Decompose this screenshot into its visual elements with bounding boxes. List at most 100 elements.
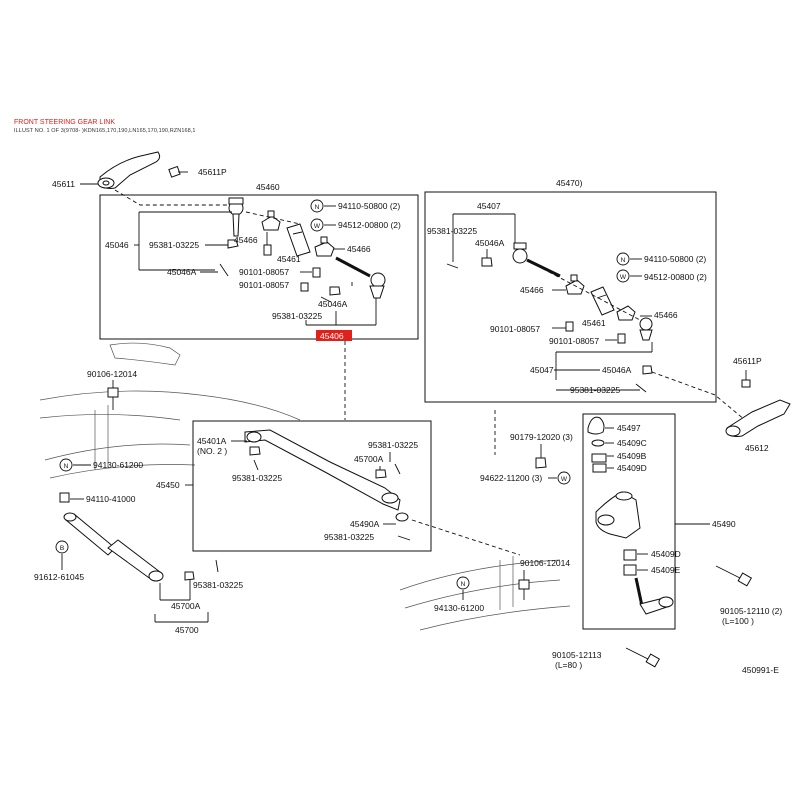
label-95381-damper: 95381-03225 (193, 580, 243, 590)
castle-nut-right-2[interactable] (642, 365, 653, 375)
label-94110-left: 94110-50800 (2) (338, 201, 400, 211)
steering-damper-45700[interactable] (63, 512, 164, 582)
cotter-pin-lower[interactable] (320, 296, 332, 303)
clamp-45466-c[interactable] (565, 274, 585, 295)
clamp-45466-b[interactable] (314, 236, 335, 257)
svg-text:W: W (314, 223, 321, 230)
label-45490: 45490 (712, 519, 736, 529)
assembly-box-45490 (582, 413, 676, 630)
label-94130-center: 94130-61200 (434, 603, 484, 613)
cotter-pin-45450-c[interactable] (397, 535, 411, 541)
label-45466-right-1: 45466 (520, 285, 544, 295)
dust-cap-45497[interactable] (587, 416, 605, 435)
badge-w-right (616, 269, 630, 283)
label-90106-left: 90106-12014 (87, 369, 137, 379)
highlight-45406[interactable] (316, 330, 352, 341)
bushing-45409D-b[interactable] (623, 549, 637, 561)
label-45047: 45047 (530, 365, 554, 375)
bolt-45611P-right[interactable] (741, 370, 751, 388)
label-45700A-center: 45700A (354, 454, 384, 464)
cotter-pin-45450-b[interactable] (394, 463, 401, 475)
label-90105-a-length: (L=100 ) (722, 616, 754, 626)
nut-90179[interactable] (535, 457, 547, 469)
badge-w-center (557, 471, 571, 485)
tie-rod-end-right-lower[interactable] (639, 317, 653, 341)
tie-rod-end-right-upper[interactable] (512, 242, 561, 278)
label-95381-left-1: 95381-03225 (149, 240, 199, 250)
label-94110-right: 94110-50800 (2) (644, 254, 706, 264)
bolt-90106-left[interactable] (107, 387, 119, 410)
castle-nut-right[interactable] (481, 257, 493, 267)
cotter-pin-damper[interactable] (215, 559, 219, 573)
bushing-45409C[interactable] (591, 439, 605, 447)
cotter-pin-right[interactable] (446, 263, 459, 269)
svg-text:W: W (561, 476, 568, 483)
label-45046A-left-2: 45046A (318, 299, 348, 309)
bolt-90101-b[interactable] (312, 267, 321, 278)
label-90105-b-length: (L=80 ) (555, 660, 582, 670)
diagram-subtitle: ILLUST NO. 1 OF 3(9708- )KDN165,170,190,… (14, 128, 196, 134)
cotter-pin-45450-a[interactable] (253, 459, 259, 471)
pitman-arm-45612[interactable] (725, 399, 791, 437)
label-95381-right-2: 95381-03225 (570, 385, 620, 395)
nut-94110-41000[interactable] (59, 492, 70, 503)
svg-text:N: N (461, 581, 466, 588)
cotter-pin-right-2[interactable] (635, 383, 647, 393)
label-45401A: 45401A (197, 436, 227, 446)
castle-nut-damper[interactable] (184, 571, 195, 581)
idler-bracket[interactable] (595, 491, 641, 539)
label-45406: 45406 (320, 331, 344, 341)
relay-rod-45401A[interactable] (244, 429, 409, 522)
label-94130-left: 94130-61200 (93, 460, 143, 470)
label-94110-41000: 94110-41000 (86, 494, 136, 504)
label-45611P-right: 45611P (733, 356, 762, 366)
diagram-header: FRONT STEERING GEAR LINK ILLUST NO. 1 OF… (14, 118, 196, 135)
bolt-90106-center[interactable] (518, 579, 530, 600)
adjusting-sleeve-45461-r[interactable] (590, 286, 615, 316)
bolt-90101-e[interactable] (617, 333, 626, 344)
tie-rod-end-lower[interactable] (335, 256, 386, 299)
cotter-pin-left[interactable] (219, 263, 229, 277)
bolt-90101-c[interactable] (300, 282, 309, 292)
badge-w-left (310, 218, 324, 232)
svg-text:B: B (60, 545, 64, 552)
label-95381-center-3: 95381-03225 (324, 532, 374, 542)
label-45611P-top: 45611P (198, 167, 227, 177)
idler-arm[interactable] (634, 577, 674, 615)
label-45470: 45470) (556, 178, 583, 188)
bolt-90105-b[interactable] (625, 647, 661, 668)
chassis-sketch (39, 342, 571, 631)
label-91612: 91612-61045 (34, 572, 84, 582)
svg-text:N: N (315, 204, 320, 211)
badge-n-left (310, 199, 324, 213)
bushing-45409D-a[interactable] (592, 463, 607, 473)
svg-text:N: N (621, 257, 626, 264)
badge-n-center (456, 576, 470, 590)
tie-rod-end-upper[interactable] (228, 197, 244, 237)
bolt-45611P[interactable] (168, 165, 188, 178)
bushing-45409B[interactable] (591, 453, 607, 463)
label-95381-right-1: 95381-03225 (427, 226, 477, 236)
bushing-45409E[interactable] (623, 564, 637, 576)
label-45401A-no: (NO. 2 ) (197, 446, 227, 456)
castle-nut-45450-b[interactable] (375, 469, 387, 479)
label-95381-center-1: 95381-03225 (232, 473, 282, 483)
clamp-45466-a[interactable] (261, 210, 281, 231)
label-45460: 45460 (256, 182, 280, 192)
castle-nut-lower[interactable] (329, 286, 341, 296)
castle-nut-left[interactable] (227, 239, 239, 249)
label-90101-right-2: 90101-08057 (549, 336, 599, 346)
badge-n-right (616, 252, 630, 266)
castle-nut-45450-a[interactable] (249, 446, 261, 456)
pitman-arm-45611[interactable] (97, 151, 161, 189)
bolt-90101-d[interactable] (565, 321, 574, 332)
label-45409D-1: 45409D (617, 463, 647, 473)
bolt-90105-a[interactable] (715, 565, 753, 587)
adjusting-sleeve-45461[interactable] (286, 223, 311, 257)
label-45700: 45700 (175, 625, 199, 635)
label-90101-left-1: 90101-08057 (239, 267, 289, 277)
label-45409C: 45409C (617, 438, 647, 448)
bolt-90101-a[interactable] (263, 244, 272, 256)
label-90105-a: 90105-12110 (2) (720, 606, 782, 616)
